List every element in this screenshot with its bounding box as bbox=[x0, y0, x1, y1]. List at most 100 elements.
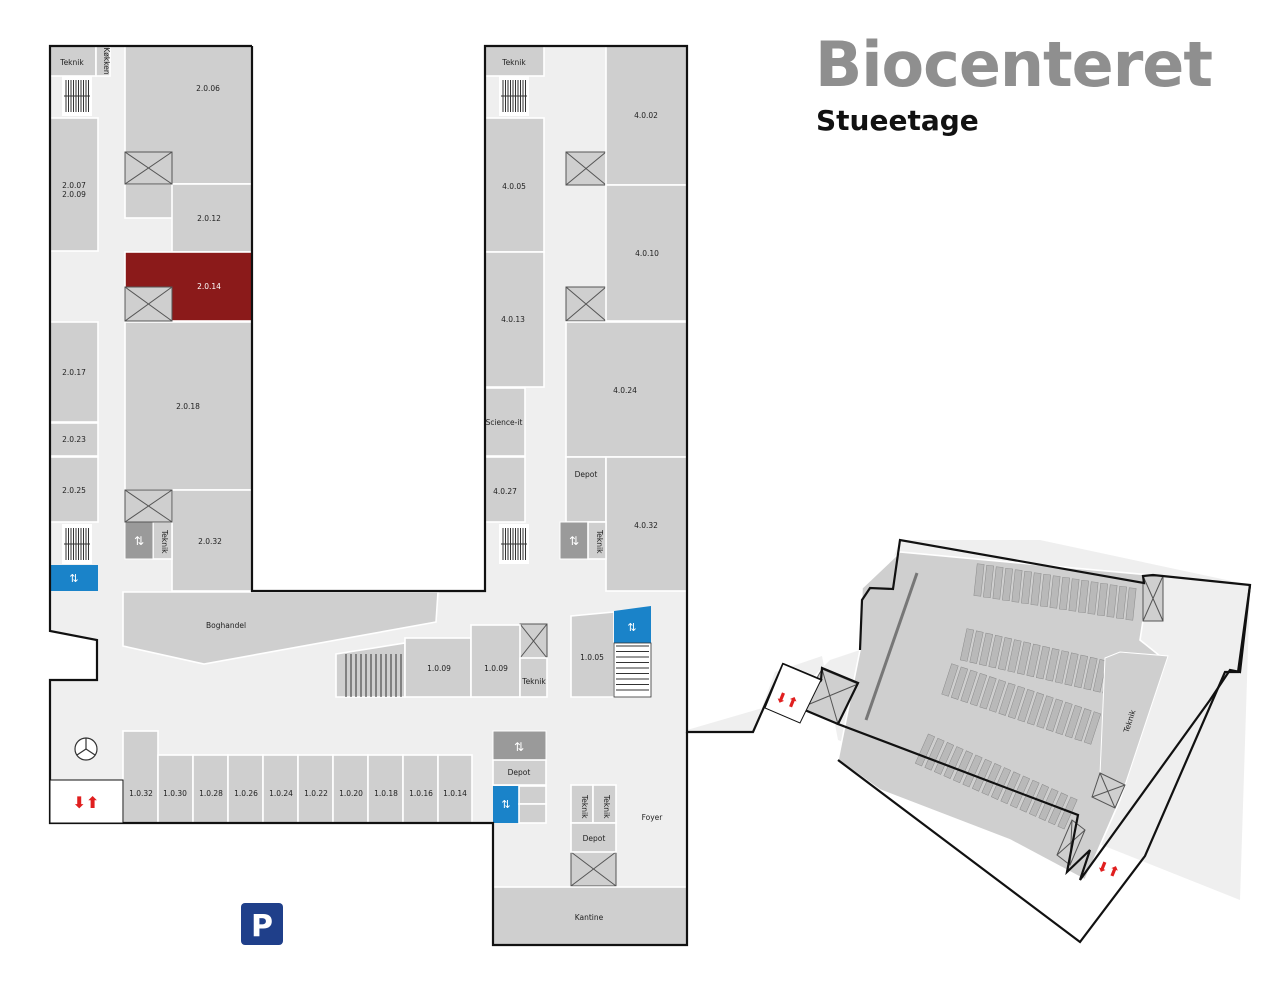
room-teknik-d[interactable] bbox=[587, 521, 607, 560]
map-title: Biocenteret bbox=[815, 28, 1213, 101]
up-down-arrow-icon: ⬇⬆ bbox=[49, 779, 124, 824]
room-depot-a[interactable] bbox=[565, 456, 607, 523]
up-down-arrow-icon: ⬇⬆ bbox=[1094, 858, 1122, 882]
room-1-0-32[interactable] bbox=[122, 730, 159, 824]
room-1-0-18[interactable] bbox=[367, 754, 404, 824]
svg-text:⬇⬆: ⬇⬆ bbox=[1094, 858, 1122, 882]
room-label: 1.0.20 bbox=[339, 789, 363, 798]
shafts bbox=[124, 151, 617, 887]
elevator-icon bbox=[493, 786, 519, 823]
parking-letter: P bbox=[251, 909, 273, 944]
room-label: 2.0.32 bbox=[198, 537, 222, 546]
room-label: Kantine bbox=[575, 913, 604, 922]
room-label: 4.0.32 bbox=[634, 521, 658, 530]
room-label: 1.0.09 bbox=[427, 664, 451, 673]
room-label: Boghandel bbox=[206, 621, 246, 630]
room-label: 2.0.12 bbox=[197, 214, 221, 223]
auditorium-hall[interactable] bbox=[837, 551, 1166, 882]
room-label: Teknik bbox=[521, 677, 546, 686]
right-wing: Teknik 4.0.02 4.0.05 4.0.10 4.0.13 4.0.2… bbox=[484, 45, 688, 592]
room-1-0-30[interactable] bbox=[157, 754, 194, 824]
room-label: 2.0.23 bbox=[62, 435, 86, 444]
room-1-0-09-a[interactable] bbox=[404, 637, 472, 698]
room-label: 1.0.16 bbox=[409, 789, 433, 798]
room-label: 1.0.24 bbox=[269, 789, 293, 798]
room-4-0-24[interactable] bbox=[565, 321, 688, 458]
room-4-0-27[interactable] bbox=[484, 456, 526, 523]
room-label: 2.0.18 bbox=[176, 402, 200, 411]
room-label: 1.0.09 bbox=[484, 664, 508, 673]
room-label: Teknik bbox=[501, 58, 526, 67]
room-2-0-23[interactable] bbox=[49, 422, 99, 457]
elevator-icon bbox=[124, 521, 154, 560]
elevator-glyph: ⇅ bbox=[501, 798, 510, 811]
revolving-door-icon bbox=[74, 737, 98, 761]
room-2-0-18[interactable] bbox=[124, 321, 253, 491]
room-label: Depot bbox=[583, 834, 606, 843]
central-area: Boghandel 1.0.09 1.0.09 Teknik 1.0.05 ⇅ bbox=[122, 591, 652, 698]
auditorium: Teknik bbox=[799, 551, 1169, 882]
room-label: Depot bbox=[575, 470, 598, 479]
elevator-glyph: ⇅ bbox=[134, 534, 144, 548]
room-label: 2.0.09 bbox=[62, 190, 86, 199]
room-1-0-28[interactable] bbox=[192, 754, 229, 824]
elevator-glyph: ⇅ bbox=[514, 740, 524, 754]
elevator-icon bbox=[50, 565, 98, 591]
elevator-glyph: ⇅ bbox=[627, 621, 636, 634]
room-label: Teknik bbox=[160, 529, 169, 554]
room-label: 2.0.14 bbox=[197, 282, 221, 291]
room-depot-c[interactable] bbox=[570, 822, 617, 853]
room-label: 1.0.18 bbox=[374, 789, 398, 798]
room-label: Science-it bbox=[486, 418, 523, 427]
room-label-foyer: Foyer bbox=[642, 813, 664, 822]
room-label: 4.0.02 bbox=[634, 111, 658, 120]
bottom-row: 1.0.32 1.0.30 1.0.28 1.0.26 1.0.24 1.0.2… bbox=[122, 730, 473, 824]
room-label: Teknik bbox=[59, 58, 84, 67]
room-1-0-14[interactable] bbox=[437, 754, 473, 824]
room-label: 1.0.32 bbox=[129, 789, 153, 798]
room-4-0-05[interactable] bbox=[484, 117, 545, 253]
room-label: Teknik bbox=[595, 529, 604, 554]
room-2-0-25[interactable] bbox=[49, 456, 99, 523]
room-science-it[interactable] bbox=[484, 387, 526, 457]
room-1-0-09-b[interactable] bbox=[470, 624, 521, 698]
room-1-0-16[interactable] bbox=[402, 754, 439, 824]
room-4-0-10[interactable] bbox=[605, 184, 688, 322]
outer-walls bbox=[48, 44, 1252, 947]
map-subtitle: Stueetage bbox=[816, 104, 979, 137]
room-4-0-13[interactable] bbox=[484, 251, 545, 388]
room-1-0-24[interactable] bbox=[262, 754, 299, 824]
room-label: 2.0.06 bbox=[196, 84, 220, 93]
room-label: 1.0.26 bbox=[234, 789, 258, 798]
room-label: 1.0.22 bbox=[304, 789, 328, 798]
svg-text:⬇⬆: ⬇⬆ bbox=[73, 793, 100, 812]
room-label: 2.0.17 bbox=[62, 368, 86, 377]
room-label: 1.0.05 bbox=[580, 653, 604, 662]
room-2-0-17[interactable] bbox=[49, 321, 99, 423]
parking-icon: P bbox=[241, 903, 283, 945]
middle-bottom-block: ⇅ Depot ⇅ Teknik Teknik Depot Foyer Kant… bbox=[492, 730, 688, 946]
room-teknik-h[interactable] bbox=[1099, 651, 1169, 786]
room-label: 1.0.28 bbox=[199, 789, 223, 798]
elevator-icon bbox=[559, 521, 589, 560]
elevator-glyph: ⇅ bbox=[569, 534, 579, 548]
room-label: 2.0.25 bbox=[62, 486, 86, 495]
room-label: 4.0.24 bbox=[613, 386, 637, 395]
room-label: 4.0.27 bbox=[493, 487, 517, 496]
room-teknik-e[interactable] bbox=[519, 657, 548, 698]
room-label: 2.0.07 bbox=[62, 181, 86, 190]
room-label: Teknik bbox=[602, 794, 611, 819]
up-down-arrow-icon: ⬇⬆ bbox=[764, 663, 822, 724]
room-label: 4.0.05 bbox=[502, 182, 526, 191]
stairs-icon bbox=[62, 76, 529, 564]
room-label: 1.0.14 bbox=[443, 789, 467, 798]
room-depot-b[interactable] bbox=[492, 759, 547, 786]
room-2-0-32[interactable] bbox=[171, 489, 253, 592]
elevator-icon bbox=[492, 730, 547, 761]
room-label: 4.0.10 bbox=[635, 249, 659, 258]
room-label: Køkken bbox=[102, 47, 111, 75]
elevator-icon bbox=[614, 606, 651, 643]
room-label: Depot bbox=[508, 768, 531, 777]
room-2-0-12[interactable] bbox=[171, 183, 253, 253]
